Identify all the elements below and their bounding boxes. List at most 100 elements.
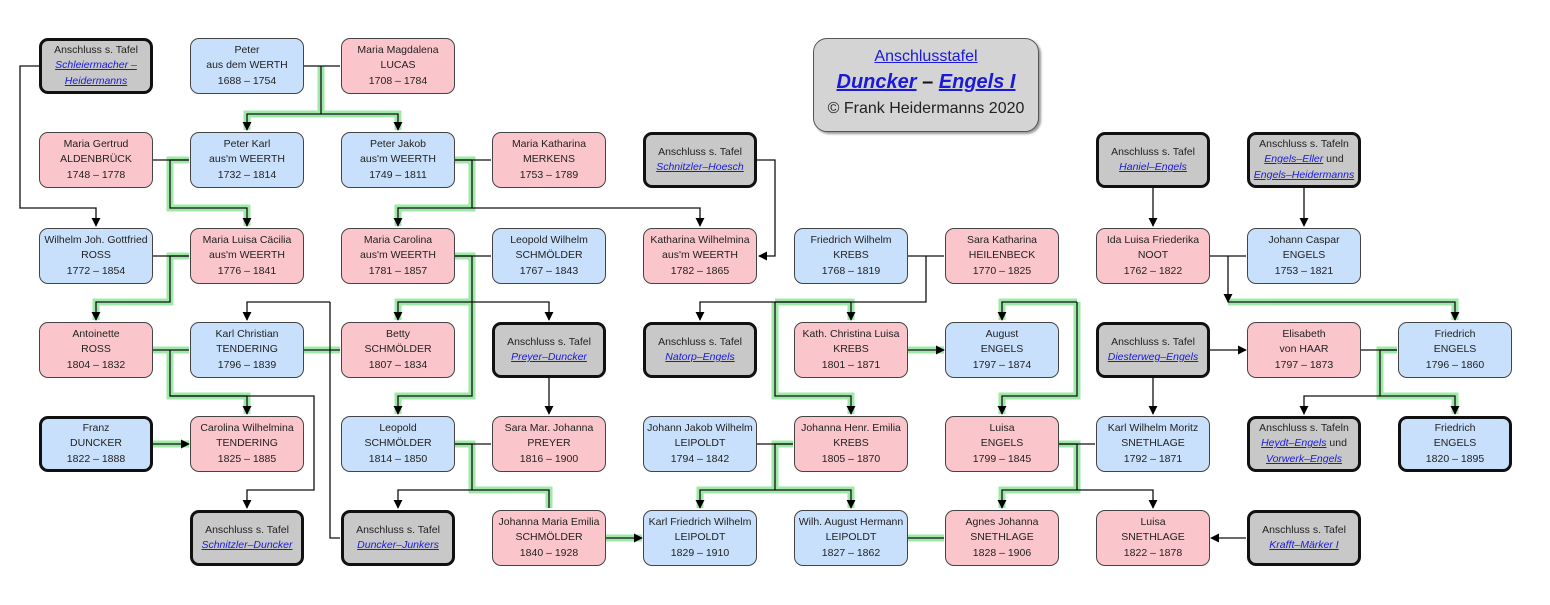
person-given-name: Friedrich — [1434, 327, 1476, 340]
table-link[interactable]: Natorp–Engels — [665, 351, 735, 363]
table-link[interactable]: Diesterweg–Engels — [1107, 351, 1199, 363]
table-link[interactable]: Vorwerk–Engels — [1265, 452, 1343, 465]
table-link[interactable]: Krafft–Märker I — [1269, 539, 1339, 551]
person-years: 1753 – 1821 — [1274, 264, 1334, 277]
connector-label: Anschluss s. Tafel — [658, 335, 742, 348]
table-link[interactable]: Heidermanns — [64, 74, 128, 87]
table-link[interactable]: Schleiermacher – — [55, 59, 137, 72]
person-years: 1816 – 1900 — [519, 452, 579, 465]
person-given-name: Wilhelm Joh. Gottfried — [44, 233, 148, 246]
table-link[interactable]: Engels–Eller — [1264, 153, 1324, 166]
person-box-katharina-wilhelmina-weerth: Katharina Wilhelmina aus'm WEERTH 1782 – 1… — [643, 228, 757, 284]
table-link[interactable]: Preyer–Duncker — [511, 351, 587, 363]
person-surname: HEILENBECK — [968, 249, 1036, 262]
table-link[interactable]: Engels–Heidermanns — [1253, 168, 1355, 181]
person-surname: KREBS — [833, 343, 869, 356]
title-box: Anschlusstafel Duncker – Engels I © Fran… — [813, 38, 1039, 132]
anschlusstafel-link[interactable]: Anschlusstafel — [874, 48, 978, 65]
person-given-name: Katharina Wilhelmina — [650, 233, 750, 246]
connector-label: Anschluss s. Tafeln — [1259, 137, 1349, 150]
engels-link[interactable]: Engels I — [938, 71, 1016, 93]
connector-label: Anschluss s. Tafel — [507, 335, 591, 348]
lineage-line — [321, 113, 403, 131]
person-years: 1796 – 1860 — [1425, 358, 1485, 371]
person-years: 1782 – 1865 — [670, 264, 730, 277]
person-surname: PREYER — [527, 437, 571, 450]
person-given-name: Luisa — [989, 421, 1015, 434]
connector-label: Anschluss s. Tafel — [1111, 335, 1195, 348]
lineage-highlight — [775, 486, 855, 508]
person-years: 1796 – 1839 — [217, 358, 277, 371]
person-surname: KREBS — [833, 437, 869, 450]
person-years: 1794 – 1842 — [670, 452, 730, 465]
person-given-name: Johanna Henr. Emilia — [801, 421, 901, 434]
connector-line — [1299, 395, 1380, 415]
person-given-name: Karl Wilhelm Moritz — [1107, 421, 1199, 434]
person-years: 1822 – 1888 — [66, 452, 126, 465]
person-years: 1799 – 1845 — [972, 452, 1032, 465]
connector-label: Anschluss s. Tafel — [54, 43, 138, 56]
duncker-link[interactable]: Duncker — [836, 71, 917, 93]
person-surname: aus'm WEERTH — [360, 153, 436, 166]
person-given-name: Antoinette — [72, 327, 120, 340]
person-years: 1748 – 1778 — [66, 168, 126, 181]
table-link[interactable]: Haniel–Engels — [1119, 161, 1187, 173]
person-given-name: Betty — [386, 327, 410, 340]
table-link[interactable]: Duncker–Junkers — [357, 539, 439, 551]
person-years: 1829 – 1910 — [670, 546, 730, 559]
person-surname: von HAAR — [1279, 343, 1329, 356]
person-given-name: Franz — [82, 421, 110, 434]
person-surname: aus'm WEERTH — [209, 153, 285, 166]
person-given-name: Peter Jakob — [369, 137, 427, 150]
person-years: 1772 – 1854 — [66, 264, 126, 277]
connector-label: Anschluss s. Tafel — [1111, 145, 1195, 158]
person-given-name: Karl Friedrich Wilhelm — [648, 515, 752, 528]
person-surname: SCHMÖLDER — [515, 531, 583, 544]
person-surname: ROSS — [81, 249, 111, 262]
person-years: 1801 – 1871 — [821, 358, 881, 371]
person-years: 1768 – 1819 — [821, 264, 881, 277]
table-link[interactable]: Schnitzler–Hoesch — [656, 161, 744, 173]
person-surname: NOOT — [1137, 249, 1169, 262]
person-surname: aus'm WEERTH — [360, 249, 436, 262]
person-years: 1708 – 1784 — [368, 74, 428, 87]
person-years: 1770 – 1825 — [972, 264, 1032, 277]
person-surname: LEIPOLDT — [674, 531, 726, 544]
copyright: © Frank Heidermanns 2020 — [827, 100, 1025, 117]
table-link[interactable]: Schnitzler–Duncker — [201, 539, 293, 551]
connector-line — [472, 301, 554, 321]
person-years: 1732 – 1814 — [217, 168, 277, 181]
table-link[interactable]: Heydt–Engels — [1261, 437, 1327, 450]
person-given-name: Sara Mar. Johanna — [504, 421, 594, 434]
person-years: 1792 – 1871 — [1123, 452, 1183, 465]
person-given-name: Friedrich — [1434, 421, 1476, 434]
person-years: 1762 – 1822 — [1123, 264, 1183, 277]
person-surname: DUNCKER — [70, 437, 122, 450]
person-surname: aus'm WEERTH — [662, 249, 738, 262]
person-years: 1825 – 1885 — [217, 452, 277, 465]
person-years: 1827 – 1862 — [821, 546, 881, 559]
person-years: 1805 – 1870 — [821, 452, 881, 465]
person-surname: ENGELS — [980, 343, 1024, 356]
person-years: 1688 – 1754 — [217, 74, 277, 87]
person-years: 1781 – 1857 — [368, 264, 428, 277]
